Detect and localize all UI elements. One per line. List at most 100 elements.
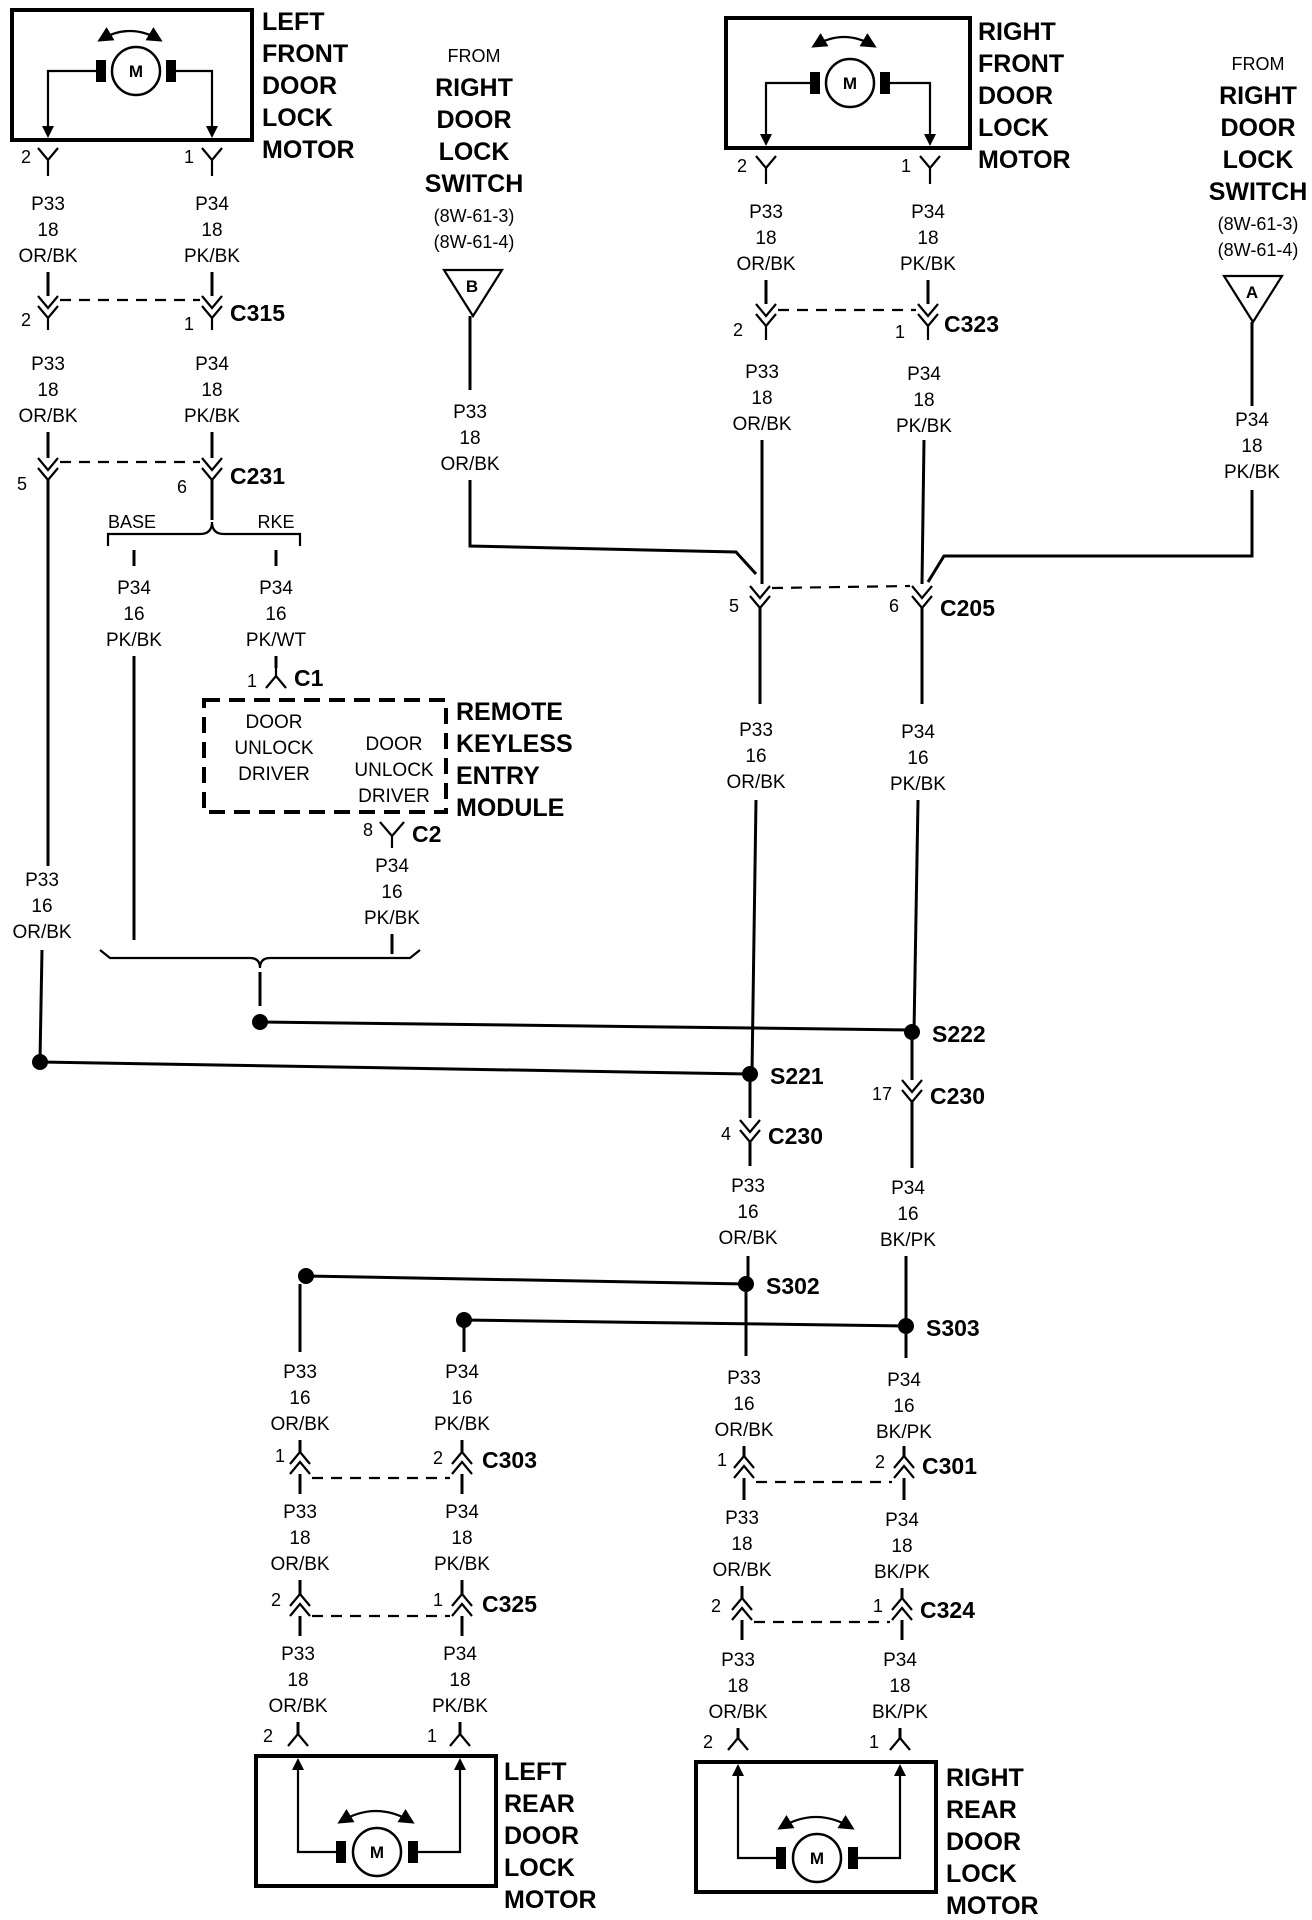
svg-text:DRIVER: DRIVER [358, 786, 430, 807]
svg-text:PK/BK: PK/BK [106, 630, 162, 651]
svg-text:LOCK: LOCK [439, 138, 510, 166]
svg-text:OR/BK: OR/BK [718, 1228, 777, 1249]
svg-text:P33: P33 [727, 1368, 761, 1389]
svg-text:UNLOCK: UNLOCK [354, 760, 434, 781]
svg-text:PK/BK: PK/BK [432, 1696, 488, 1717]
svg-text:P33: P33 [721, 1650, 755, 1671]
pin-label: 1 [427, 1726, 437, 1746]
svg-text:4: 4 [721, 1124, 731, 1144]
svg-text:18: 18 [755, 228, 776, 249]
wire-label: P34 16 PK/BK [364, 856, 420, 929]
svg-text:A: A [1246, 283, 1258, 302]
splice-s222: S222 [904, 1021, 986, 1047]
svg-text:C231: C231 [230, 463, 285, 489]
svg-text:SWITCH: SWITCH [425, 170, 524, 198]
svg-text:OR/BK: OR/BK [270, 1554, 329, 1575]
svg-text:KEYLESS: KEYLESS [456, 730, 573, 758]
wire-label: P33 18 OR/BK [268, 1644, 327, 1717]
svg-text:18: 18 [913, 390, 934, 411]
svg-text:18: 18 [1241, 436, 1262, 457]
svg-text:OR/BK: OR/BK [736, 254, 795, 275]
svg-text:PK/BK: PK/BK [896, 416, 952, 437]
connector-c1: 1 C1 [247, 665, 324, 691]
svg-text:OR/BK: OR/BK [12, 922, 71, 943]
svg-text:DOOR: DOOR [246, 712, 303, 733]
connector-c303: 1 2 C303 [275, 1446, 537, 1480]
wire-label: P34 18 PK/BK [900, 202, 956, 275]
svg-text:MODULE: MODULE [456, 794, 564, 822]
svg-text:18: 18 [917, 228, 938, 249]
svg-text:P34: P34 [901, 722, 935, 743]
svg-text:18: 18 [201, 220, 222, 241]
right-front-door-lock-motor: M [724, 16, 972, 150]
svg-text:(8W-61-3): (8W-61-3) [1218, 214, 1299, 234]
svg-text:P34: P34 [891, 1178, 925, 1199]
svg-text:DOOR: DOOR [262, 72, 337, 100]
svg-text:18: 18 [727, 1676, 748, 1697]
svg-text:C230: C230 [930, 1083, 985, 1109]
splice-s302: S302 [738, 1273, 820, 1299]
svg-text:2: 2 [271, 1590, 281, 1610]
svg-text:18: 18 [891, 1536, 912, 1557]
svg-text:LOCK: LOCK [262, 104, 333, 132]
svg-text:OR/BK: OR/BK [708, 1702, 767, 1723]
svg-text:P33: P33 [283, 1362, 317, 1383]
svg-text:OR/BK: OR/BK [268, 1696, 327, 1717]
svg-text:18: 18 [287, 1670, 308, 1691]
svg-text:BK/PK: BK/PK [874, 1562, 930, 1583]
svg-text:16: 16 [893, 1396, 914, 1417]
wire-label: P33 18 OR/BK [712, 1508, 771, 1581]
svg-text:C2: C2 [412, 821, 441, 847]
splice-s303: S303 [898, 1315, 980, 1341]
svg-text:P34: P34 [195, 194, 229, 215]
pin-label: 1 [869, 1732, 879, 1752]
svg-text:16: 16 [381, 882, 402, 903]
svg-text:16: 16 [451, 1388, 472, 1409]
svg-text:(8W-61-4): (8W-61-4) [1218, 240, 1299, 260]
svg-text:C1: C1 [294, 665, 324, 691]
svg-text:FRONT: FRONT [262, 40, 348, 68]
svg-text:PK/BK: PK/BK [1224, 462, 1280, 483]
wire-label: P34 16 BK/PK [880, 1178, 936, 1251]
svg-text:S222: S222 [932, 1021, 986, 1047]
right-rear-door-lock-motor: M [694, 1760, 938, 1894]
svg-text:18: 18 [451, 1528, 472, 1549]
svg-text:PK/BK: PK/BK [184, 406, 240, 427]
svg-text:DOOR: DOOR [366, 734, 423, 755]
svg-text:1: 1 [275, 1446, 285, 1466]
svg-text:16: 16 [733, 1394, 754, 1415]
svg-text:2: 2 [433, 1448, 443, 1468]
svg-text:P34: P34 [907, 364, 941, 385]
svg-text:PK/BK: PK/BK [900, 254, 956, 275]
svg-text:P33: P33 [739, 720, 773, 741]
svg-text:FROM: FROM [448, 46, 501, 66]
svg-text:P34: P34 [445, 1362, 479, 1383]
svg-text:1: 1 [895, 322, 905, 342]
svg-text:OR/BK: OR/BK [270, 1414, 329, 1435]
svg-text:LOCK: LOCK [504, 1854, 575, 1882]
wire-label: P33 16 OR/BK [270, 1362, 329, 1435]
svg-text:P34: P34 [375, 856, 409, 877]
svg-text:C323: C323 [944, 311, 999, 337]
right-rear-motor-title: RIGHT REAR DOOR LOCK MOTOR [946, 1764, 1039, 1920]
svg-text:C230: C230 [768, 1123, 823, 1149]
svg-text:B: B [466, 277, 478, 296]
svg-text:OR/BK: OR/BK [440, 454, 499, 475]
svg-text:P34: P34 [887, 1370, 921, 1391]
wire-label: P33 16 OR/BK [726, 720, 785, 793]
svg-text:S303: S303 [926, 1315, 980, 1341]
wire-label: P34 18 BK/PK [872, 1650, 928, 1723]
svg-text:1: 1 [873, 1596, 883, 1616]
wire-label: P34 18 BK/PK [874, 1510, 930, 1583]
wire-label: P34 18 PK/BK [896, 364, 952, 437]
svg-text:DRIVER: DRIVER [238, 764, 310, 785]
svg-text:UNLOCK: UNLOCK [234, 738, 314, 759]
wire-label: P33 16 OR/BK [12, 870, 71, 943]
svg-text:OR/BK: OR/BK [18, 406, 77, 427]
svg-text:MOTOR: MOTOR [978, 146, 1071, 174]
svg-text:P34: P34 [445, 1502, 479, 1523]
svg-text:18: 18 [751, 388, 772, 409]
svg-text:16: 16 [907, 748, 928, 769]
svg-text:P33: P33 [745, 362, 779, 383]
